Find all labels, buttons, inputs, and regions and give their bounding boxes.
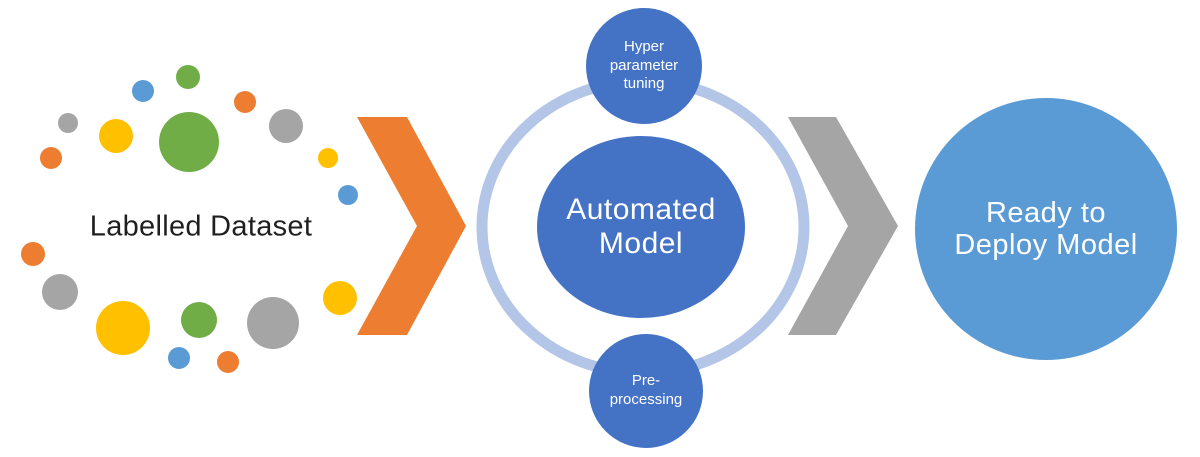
labelled-dataset-label: Labelled Dataset <box>89 210 313 243</box>
arrow-2-chevron-icon <box>788 117 898 335</box>
ready-to-deploy-node: Ready to Deploy Model <box>915 98 1177 360</box>
automated-model-node: Automated Model <box>537 136 745 318</box>
dataset-dot <box>318 148 338 168</box>
automated-model-label: Automated Model <box>566 193 716 260</box>
dataset-dot <box>21 242 45 266</box>
dataset-dot <box>269 109 303 143</box>
preprocessing-label: Pre- processing <box>609 372 683 408</box>
ready-to-deploy-label: Ready to Deploy Model <box>954 196 1138 261</box>
dataset-dot <box>176 65 200 89</box>
arrow-1-chevron-icon <box>357 117 466 335</box>
preprocessing-node: Pre- processing <box>589 334 703 448</box>
dataset-dot <box>159 112 219 172</box>
dataset-dot <box>99 119 133 153</box>
dataset-dot <box>132 80 154 102</box>
dataset-dot <box>247 297 299 349</box>
dataset-dot <box>234 91 256 113</box>
dataset-dot <box>181 302 217 338</box>
dataset-dot <box>217 351 239 373</box>
dataset-dot <box>40 147 62 169</box>
dataset-dot <box>323 281 357 315</box>
dataset-dot <box>168 347 190 369</box>
dataset-dot <box>338 185 358 205</box>
dataset-dot <box>42 274 78 310</box>
hyperparameter-tuning-node: Hyper parameter tuning <box>586 8 702 124</box>
dataset-dot <box>58 113 78 133</box>
hyperparameter-tuning-label: Hyper parameter tuning <box>609 37 679 93</box>
dataset-dot <box>96 301 150 355</box>
